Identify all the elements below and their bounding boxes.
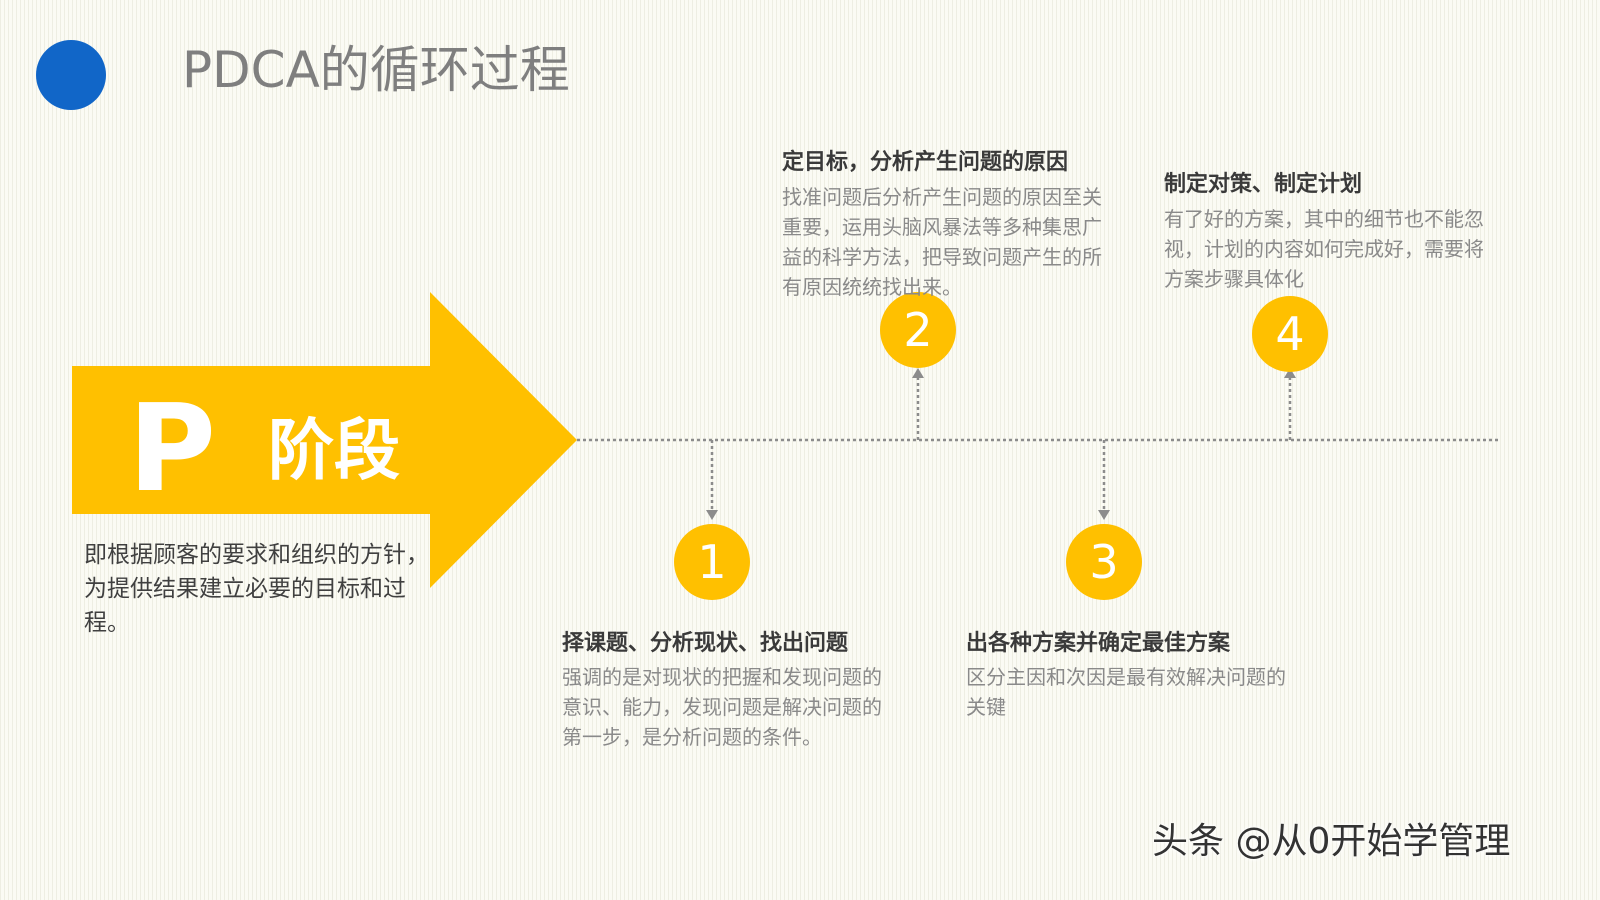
step-4-circle: 4 <box>1252 296 1328 372</box>
step-2-circle: 2 <box>880 292 956 368</box>
stage-letter: P <box>128 380 216 519</box>
step-1-title: 择课题、分析现状、找出问题 <box>562 631 849 656</box>
arrowhead-step-3 <box>1098 510 1110 520</box>
step-2-title: 定目标，分析产生问题的原因 <box>782 150 1069 175</box>
arrowhead-step-1 <box>706 510 718 520</box>
step-3-circle: 3 <box>1066 524 1142 600</box>
decorative-blue-dot <box>36 40 106 110</box>
stage-arrow <box>72 292 577 588</box>
step-1-circle: 1 <box>674 524 750 600</box>
step-4-title: 制定对策、制定计划 <box>1164 172 1363 197</box>
step-3-title: 出各种方案并确定最佳方案 <box>966 631 1231 656</box>
step-3-description: 区分主因和次因是最有效解决问题的关键 <box>966 665 1286 719</box>
stage-name: 阶段 <box>268 412 400 489</box>
step-1-description: 强调的是对现状的把握和发现问题的意识、能力，发现问题是解决问题的第一步，是分析问… <box>562 665 882 749</box>
step-2-description: 找准问题后分析产生问题的原因至关重要，运用头脑风暴法等多种集思广益的科学方法，把… <box>782 185 1102 299</box>
step-4-description: 有了好的方案，其中的细节也不能忽视，计划的内容如何完成好，需要将方案步骤具体化 <box>1164 207 1484 291</box>
page-title: PDCA的循环过程 <box>182 41 570 99</box>
stage-description: 即根据顾客的要求和组织的方针，为提供结果建立必要的目标和过程。 <box>84 542 429 636</box>
arrowhead-step-4 <box>1284 368 1296 378</box>
watermark: 头条 @从0开始学管理 <box>1152 821 1511 862</box>
arrowhead-step-2 <box>912 368 924 378</box>
